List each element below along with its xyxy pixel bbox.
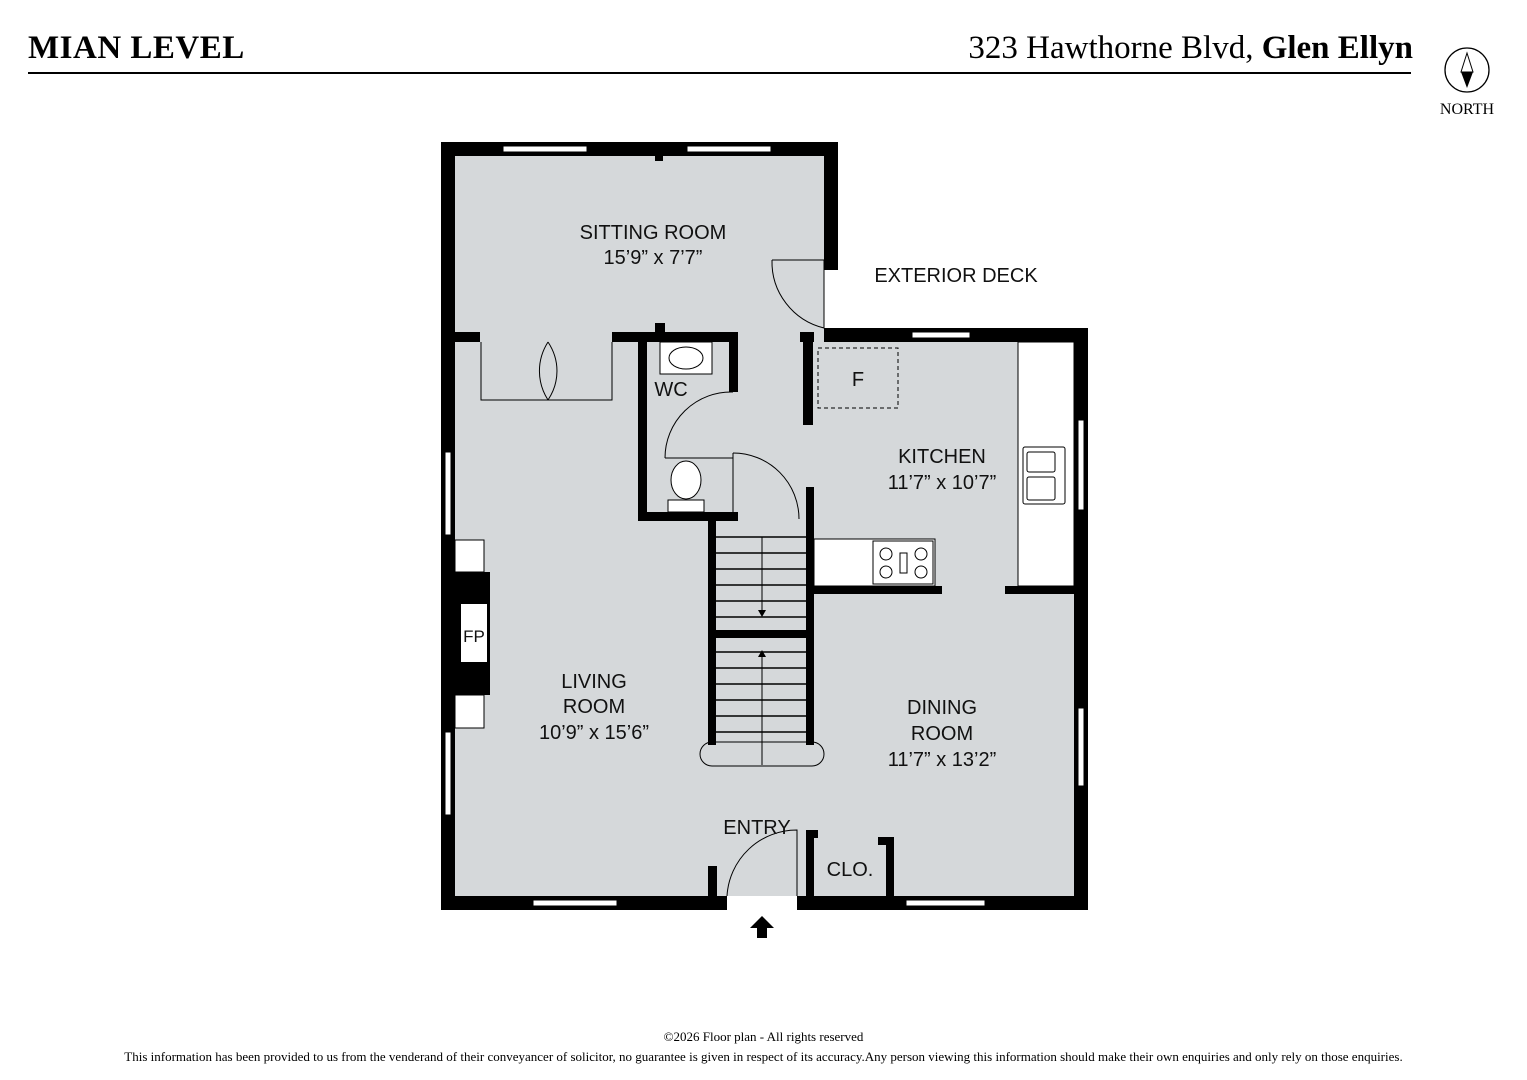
copyright: ©2026 Floor plan - All rights reserved <box>663 1029 864 1044</box>
sitting-room-dims: 15’9” x 7’7” <box>604 247 703 269</box>
hearth <box>454 539 485 573</box>
entry-arrow-icon <box>750 916 774 938</box>
bottom-step <box>699 741 825 767</box>
stair-arrow-down <box>758 610 766 617</box>
wc-label: WC <box>654 379 687 401</box>
sitting-room-label: SITTING ROOM <box>580 222 727 244</box>
stove-counter <box>813 538 936 587</box>
fireplace <box>461 604 487 662</box>
entry-label: ENTRY <box>723 817 790 839</box>
dining-room-label-2: ROOM <box>911 723 973 745</box>
hearth <box>454 694 485 729</box>
sink-icon <box>1022 446 1066 505</box>
address: 323 Hawthorne Blvd, Glen Ellyn <box>968 30 1413 67</box>
door-swings <box>480 259 825 897</box>
kitchen-label: KITCHEN <box>898 446 986 468</box>
header-rule <box>28 72 1411 74</box>
closet-label: CLO. <box>827 859 874 881</box>
exterior-deck-label: EXTERIOR DECK <box>874 265 1038 287</box>
north-label: NORTH <box>1439 101 1495 118</box>
kitchen-counter <box>1017 341 1075 587</box>
kitchen-dims: 11’7” x 10’7” <box>888 472 997 494</box>
address-city: Glen Ellyn <box>1261 30 1413 66</box>
north-compass: NORTH <box>1432 46 1502 119</box>
windows <box>444 145 1085 907</box>
stairs <box>716 536 806 765</box>
living-room-label-1: LIVING <box>561 671 627 693</box>
dining-room-dims: 11’7” x 13’2” <box>888 749 997 771</box>
toilet-icon <box>667 460 705 513</box>
stair-arrow-up <box>758 650 766 657</box>
level-title: MIAN LEVEL <box>28 30 245 66</box>
disclaimer: This information has been provided to us… <box>124 1049 1403 1064</box>
living-room-label-2: ROOM <box>563 696 625 718</box>
address-street: 323 Hawthorne Blvd, <box>968 30 1254 66</box>
fridge-label: F <box>852 369 864 391</box>
dining-room-label-1: DINING <box>907 697 977 719</box>
north-compass-icon <box>1444 47 1490 93</box>
stove-icon <box>872 540 934 585</box>
living-room-dims: 10’9” x 15’6” <box>539 722 649 744</box>
fireplace-label: FP <box>463 627 485 646</box>
washbasin-icon <box>659 341 713 375</box>
floor-area <box>455 155 1074 896</box>
